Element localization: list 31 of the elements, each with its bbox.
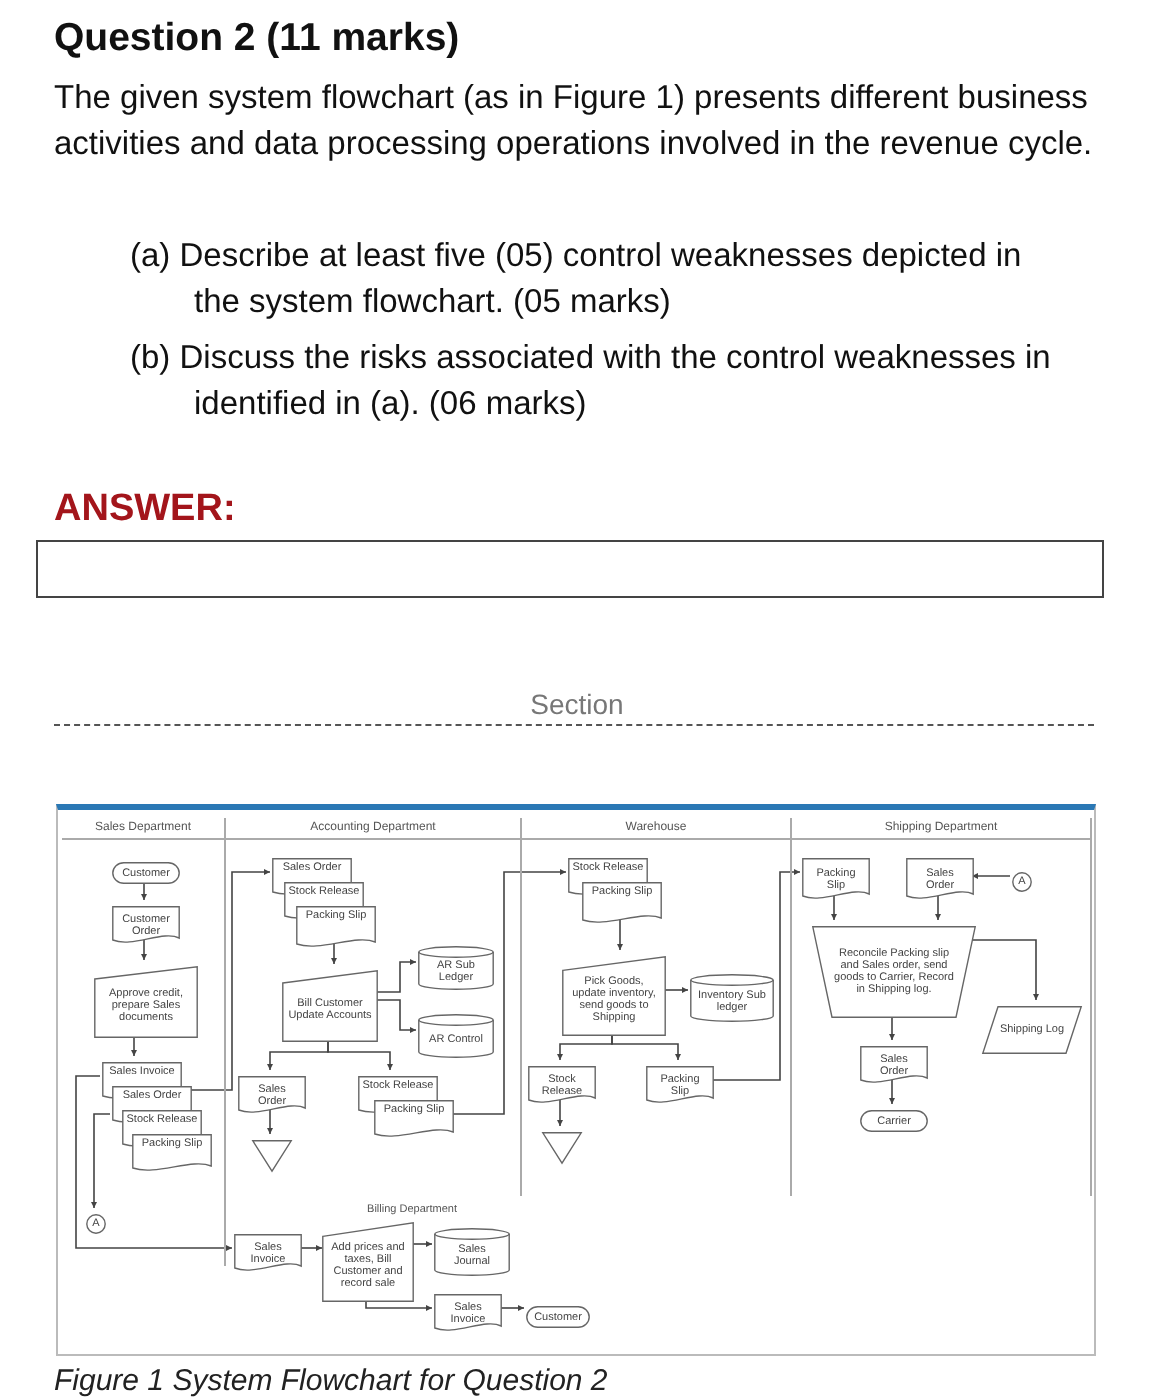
arrow (411, 1240, 433, 1248)
arrow (375, 958, 417, 993)
arrow (616, 917, 624, 951)
arrow (967, 939, 1040, 1001)
file-triangle (252, 1140, 292, 1172)
arrow (266, 1105, 274, 1135)
question-item: (a) Describe at least five (05) control weaknesses depicted in the system flowchart. (05 marks) (130, 236, 1024, 325)
arrow (375, 999, 417, 1034)
arrow (451, 868, 567, 1115)
question-item: (b) Discuss the risks associated with the control weaknesses in identified in (a). (06 marks) (130, 338, 1053, 427)
question-heading: Question 2 (11 marks) (54, 16, 462, 62)
figure-caption: Figure 1 System Flowchart for Question 2 (54, 1364, 610, 1398)
swimlane (522, 818, 792, 1196)
arrow (971, 872, 1011, 880)
arrow (663, 986, 689, 994)
arrow (888, 1075, 896, 1105)
section-label: Section (528, 686, 626, 724)
arrow (299, 1244, 323, 1252)
arrow (711, 868, 801, 1081)
arrow (90, 1113, 111, 1209)
question-text: The given system flowchart (as in Figure 1) presents different business activities and data processing operations involved in the revenue cycle. (54, 78, 1094, 167)
arrow (934, 891, 942, 921)
arrow (830, 891, 838, 921)
arrow (75, 1075, 233, 1252)
arrow (330, 941, 338, 965)
arrow (499, 1304, 525, 1312)
arrow (140, 935, 148, 961)
file-triangle (542, 1132, 582, 1164)
answer-label: ANSWER: (54, 486, 238, 534)
arrow (189, 868, 271, 1091)
arrow (556, 1095, 564, 1127)
